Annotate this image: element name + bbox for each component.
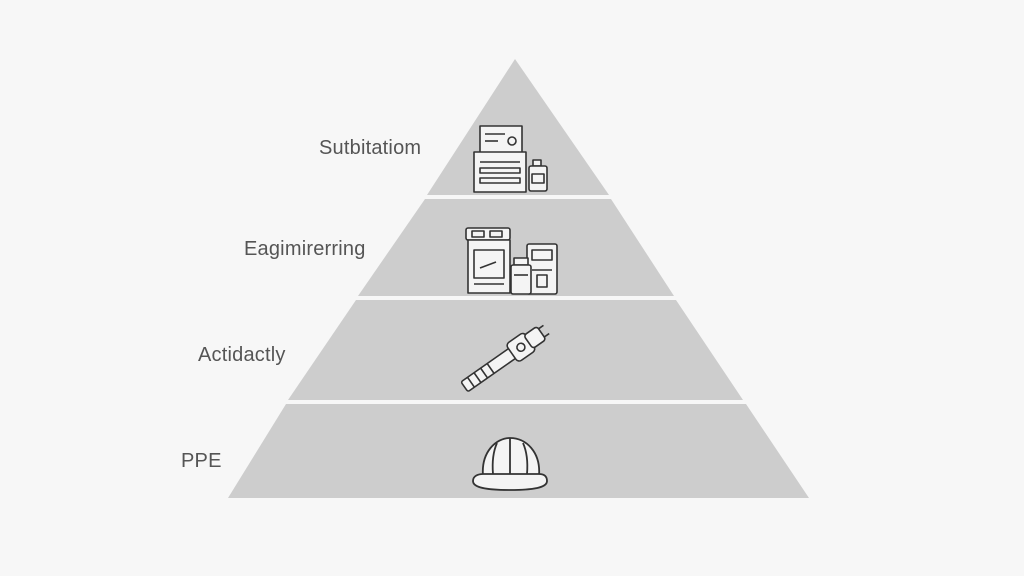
wrench-tool-icon — [460, 324, 550, 392]
tier-label-substitution: Sutbitatiom — [319, 137, 422, 159]
machine-and-containers-icon — [465, 227, 558, 295]
hard-hat-icon — [472, 437, 548, 491]
tier-label-ppe: PPE — [181, 450, 222, 472]
tier-label-administrative: Actidactly — [198, 344, 286, 366]
documents-and-bottle-icon — [473, 125, 548, 193]
tier-2-engineering — [358, 199, 674, 296]
tier-label-engineering: Eagimirerring — [244, 238, 366, 260]
